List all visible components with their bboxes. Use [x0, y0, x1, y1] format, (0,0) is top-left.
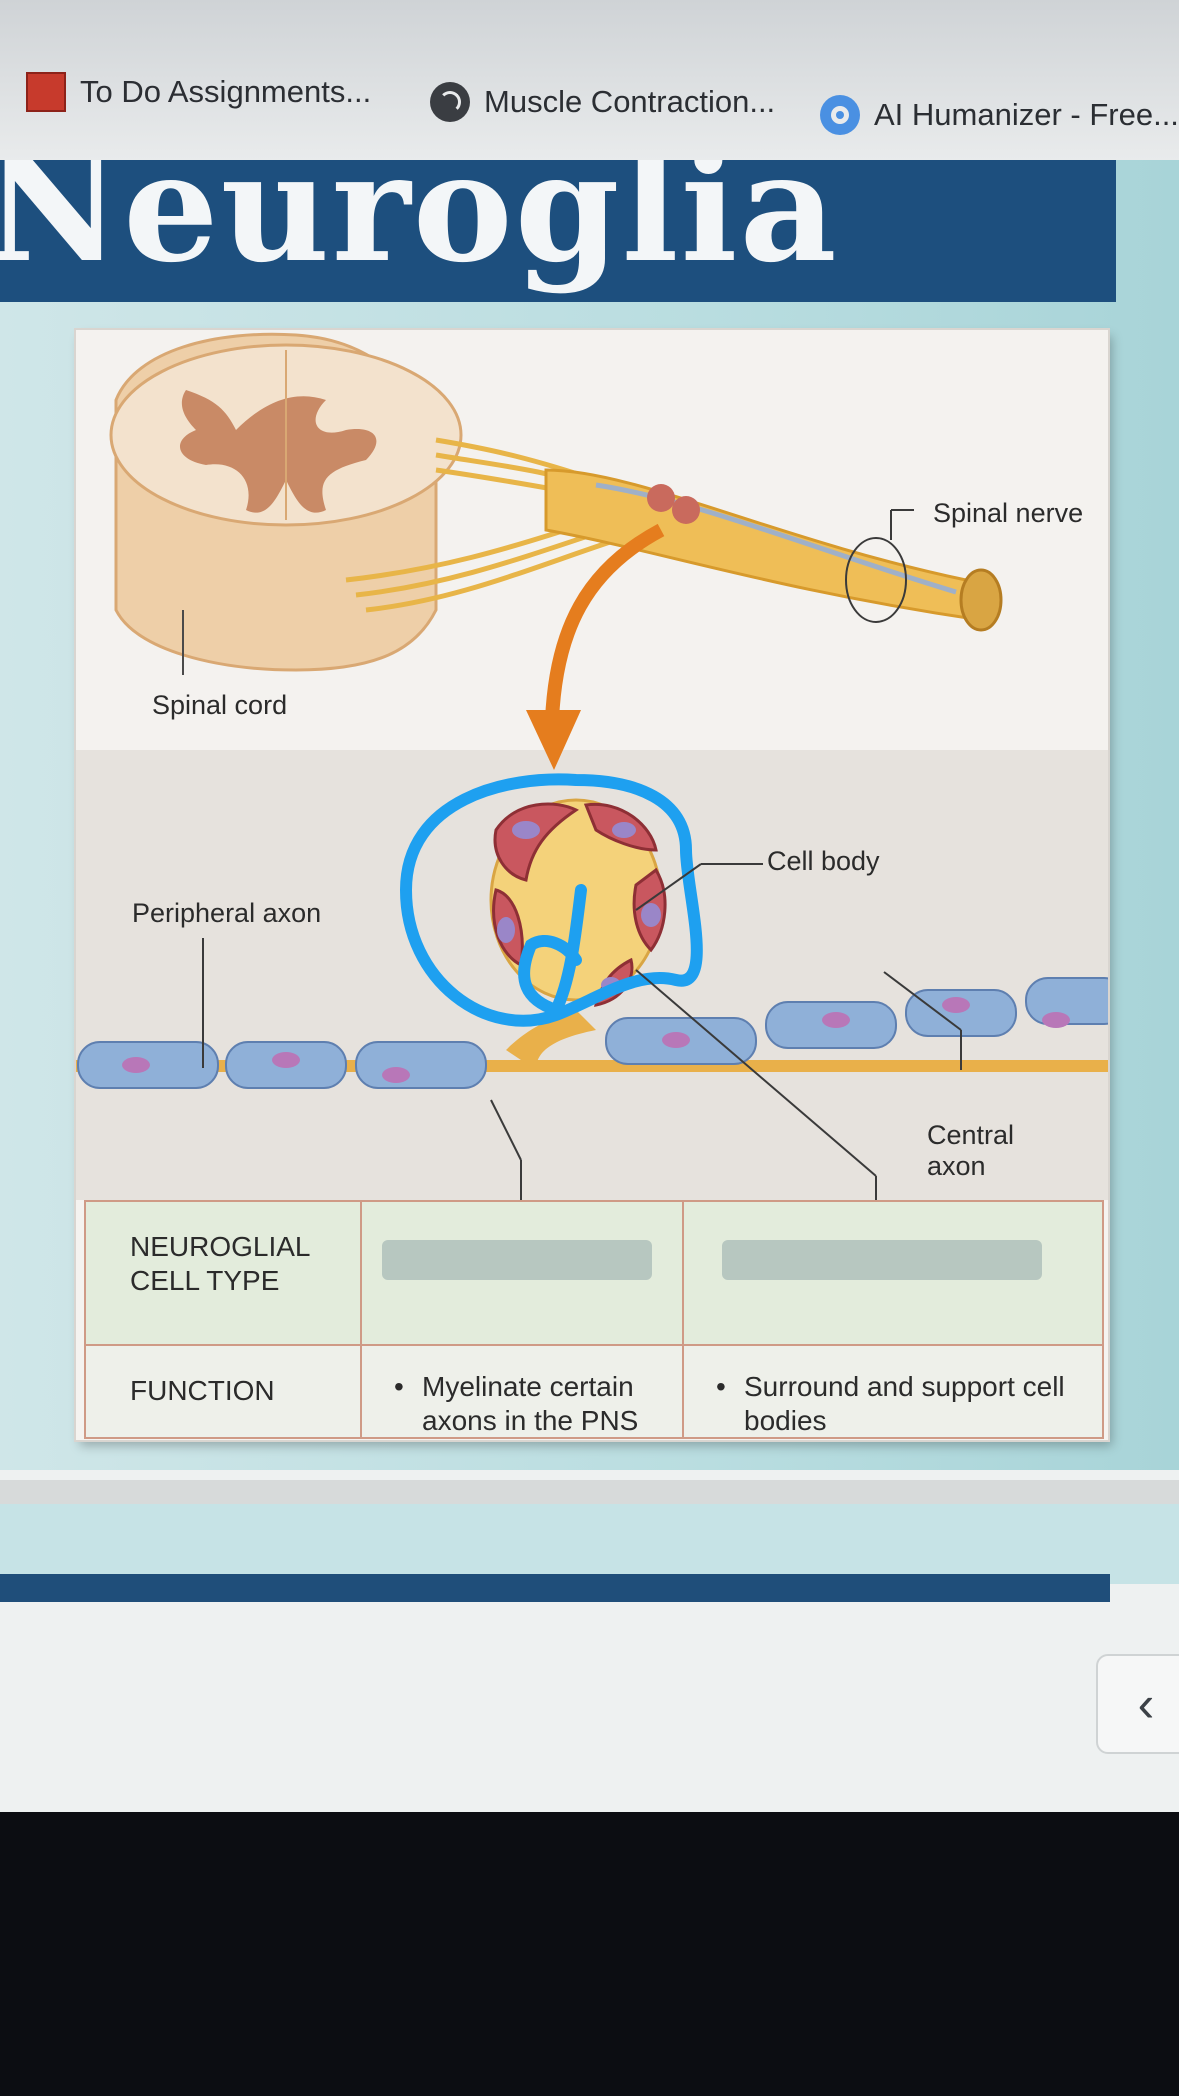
- mcgraw-hill-icon: [26, 72, 66, 112]
- page-title: Neuroglia: [0, 160, 839, 296]
- bookmark-muscle-contraction[interactable]: Muscle Contraction...: [430, 82, 775, 122]
- bookmark-label: AI Humanizer - Free...: [874, 97, 1179, 132]
- neuroglia-table: NEUROGLIAL CELL TYPE FUNCTION • Myelinat…: [84, 1200, 1104, 1440]
- leader-lines: [202, 863, 962, 1210]
- browser-screen: To Do Assignments... Muscle Contraction.…: [0, 0, 1179, 1812]
- bookmark-to-do-assignments[interactable]: To Do Assignments...: [26, 72, 371, 112]
- myelinated-axons: [76, 977, 1108, 1089]
- redacted-answer-box: [722, 1240, 1042, 1280]
- function-text: Myelinate certain axons in the PNS: [422, 1371, 639, 1436]
- back-button[interactable]: ‹: [1096, 1654, 1179, 1754]
- function-cell: • Surround and support cell bodies: [682, 1343, 1104, 1440]
- neuroglia-figure: Spinal nerve Spinal cord Cell body Perip…: [76, 330, 1108, 1440]
- bookmark-label: To Do Assignments...: [80, 74, 372, 109]
- answer-cell: [360, 1200, 684, 1346]
- bottom-banner: [0, 1574, 1110, 1602]
- function-cell: • Myelinate certain axons in the PNS: [360, 1343, 684, 1440]
- label-spinal-cord: Spinal cord: [152, 690, 288, 720]
- redacted-answer-box: [382, 1240, 652, 1280]
- answer-cell: [682, 1200, 1104, 1346]
- chevron-left-icon: ‹: [1137, 1676, 1155, 1732]
- figure-illustration: [76, 330, 1108, 1210]
- bullet: •: [394, 1371, 404, 1402]
- label-central-axon: Central axon: [927, 1120, 1015, 1182]
- bookmark-label: Muscle Contraction...: [484, 84, 776, 119]
- ai-humanizer-icon: [820, 95, 860, 135]
- blue-circle-annotation: [399, 773, 703, 1027]
- page-banner: Neuroglia: [0, 160, 1116, 302]
- spinal-cord-illustration: [109, 332, 463, 675]
- lower-section: [0, 1504, 1179, 1584]
- row-header: NEUROGLIAL CELL TYPE: [84, 1200, 362, 1346]
- spinal-nerve-bundle: [544, 468, 1003, 632]
- bullet: •: [716, 1371, 726, 1402]
- label-spinal-nerve: Spinal nerve: [933, 498, 1084, 528]
- bookmark-ai-humanizer[interactable]: AI Humanizer - Free...: [820, 95, 1179, 135]
- label-cell-body: Cell body: [767, 846, 880, 876]
- row-header: FUNCTION: [84, 1343, 362, 1440]
- globe-icon: [430, 82, 470, 122]
- zoom-arrow: [526, 523, 665, 770]
- table-row: NEUROGLIAL CELL TYPE: [84, 1200, 1104, 1346]
- divider: [0, 1480, 1179, 1504]
- function-text: Surround and support cell bodies: [744, 1371, 1065, 1436]
- bookmarks-bar: To Do Assignments... Muscle Contraction.…: [0, 0, 1179, 160]
- label-peripheral-axon: Peripheral axon: [132, 898, 322, 928]
- table-row: FUNCTION • Myelinate certain axons in th…: [84, 1343, 1104, 1440]
